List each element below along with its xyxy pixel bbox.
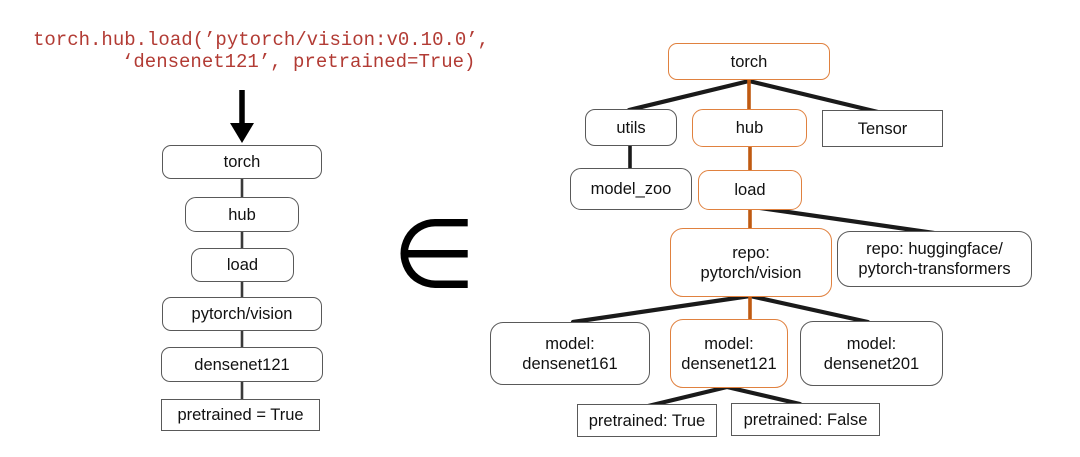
chain-node-torch: torch [162, 145, 322, 179]
tree-node-label-line2: densenet121 [681, 354, 777, 373]
tree-node-label-line1: model: [704, 334, 754, 353]
tree-node-model-densenet121: model: densenet121 [670, 319, 788, 388]
tree-node-torch: torch [668, 43, 830, 80]
element-of-symbol: ∈ [392, 198, 476, 310]
tree-node-label: pretrained: True [588, 411, 706, 430]
tree-node-label: hub [735, 119, 764, 137]
tree-node-pretrained-true: pretrained: True [577, 404, 717, 437]
tree-node-tensor: Tensor [822, 110, 943, 147]
down-arrow-head-icon [230, 123, 254, 143]
code-line-1: torch.hub.load(’pytorch/vision:v0.10.0’, [33, 29, 490, 51]
tree-node-label-line2: pytorch-transformers [858, 260, 1011, 278]
tree-node-label-line1: repo: [732, 243, 770, 262]
chain-node-label: torch [223, 153, 261, 171]
tree-node-label: Tensor [857, 119, 908, 138]
chain-node-densenet121: densenet121 [161, 347, 323, 382]
edge-torch-utils [626, 78, 752, 113]
tree-node-pretrained-false: pretrained: False [731, 403, 880, 436]
tree-node-label: model_zoo [590, 180, 672, 198]
tree-node-label-line1: model: [545, 334, 595, 353]
tree-node-load: load [698, 170, 802, 210]
chain-node-label: hub [228, 205, 256, 224]
chain-node-pytorch-vision: pytorch/vision [162, 297, 322, 331]
code-line-2: ‘densenet121’, pretrained=True) [122, 50, 476, 73]
tree-node-label: utils [616, 118, 646, 137]
tree-node-label-line2: pytorch/vision [700, 263, 802, 282]
tree-node-label-line2: densenet201 [823, 354, 920, 373]
tree-node-label: load [734, 181, 766, 199]
tree-node-label: torch [730, 52, 768, 71]
chain-node-label: pretrained = True [177, 406, 304, 424]
chain-node-pretrained-true: pretrained = True [161, 399, 320, 431]
tree-node-repo-huggingface: repo: huggingface/ pytorch-transformers [837, 231, 1032, 287]
tree-node-repo-pytorch-vision: repo: pytorch/vision [670, 228, 832, 297]
tree-node-model-densenet201: model: densenet201 [800, 321, 943, 386]
chain-node-hub: hub [185, 197, 299, 232]
tree-node-utils: utils [585, 109, 677, 146]
tree-node-hub: hub [692, 109, 807, 147]
edge-torch-tensor [746, 78, 881, 115]
chain-node-label: densenet121 [194, 355, 290, 374]
code-snippet: torch.hub.load(’pytorch/vision:v0.10.0’,… [33, 29, 490, 73]
chain-node-load: load [191, 248, 294, 282]
tree-node-label-line1: model: [846, 334, 897, 353]
tree-node-label: pretrained: False [743, 410, 868, 429]
edge-densenet121-pretrained-false [724, 384, 803, 407]
chain-node-label: pytorch/vision [191, 305, 293, 323]
tree-node-model-densenet161: model: densenet161 [490, 322, 650, 385]
tree-node-label-line2: densenet161 [522, 354, 618, 373]
tree-node-model-zoo: model_zoo [570, 168, 692, 210]
chain-node-label: load [226, 256, 259, 274]
tree-node-label-line1: repo: huggingface/ [866, 240, 1003, 258]
